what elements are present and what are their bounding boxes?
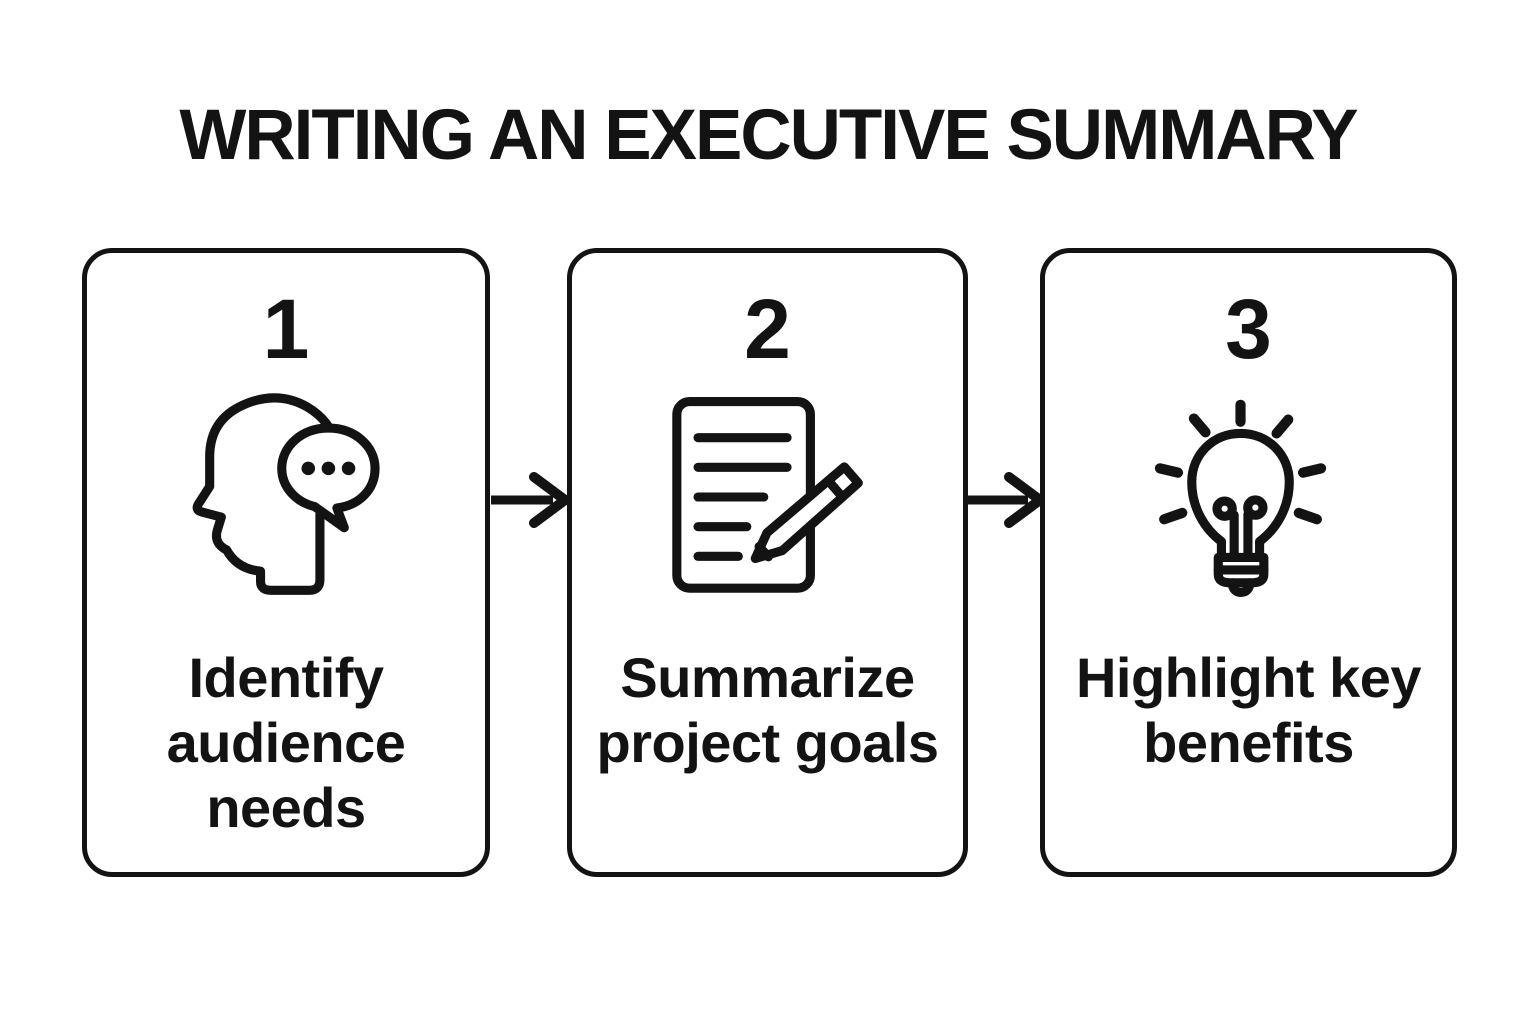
- step-number: 3: [1225, 282, 1272, 376]
- page-title: WRITING AN EXECUTIVE SUMMARY: [179, 96, 1358, 175]
- step-card-3: 3: [1040, 248, 1457, 877]
- step-label: Summarize project goals: [596, 646, 939, 774]
- document-pencil-icon: [662, 391, 874, 603]
- step-number: 2: [744, 282, 791, 376]
- step-label: Identify audience needs: [166, 646, 406, 839]
- step-card-2: 2 Summarize project goals: [567, 248, 968, 877]
- arrow-right-icon: [491, 472, 569, 528]
- step-card-1: 1 Identify audience needs: [82, 248, 490, 877]
- lightbulb-icon: [1143, 391, 1355, 603]
- step-number: 1: [262, 282, 310, 376]
- arrow-right-icon: [966, 472, 1044, 528]
- head-speech-bubble-icon: [180, 391, 392, 603]
- step-label: Highlight key benefits: [1075, 646, 1422, 774]
